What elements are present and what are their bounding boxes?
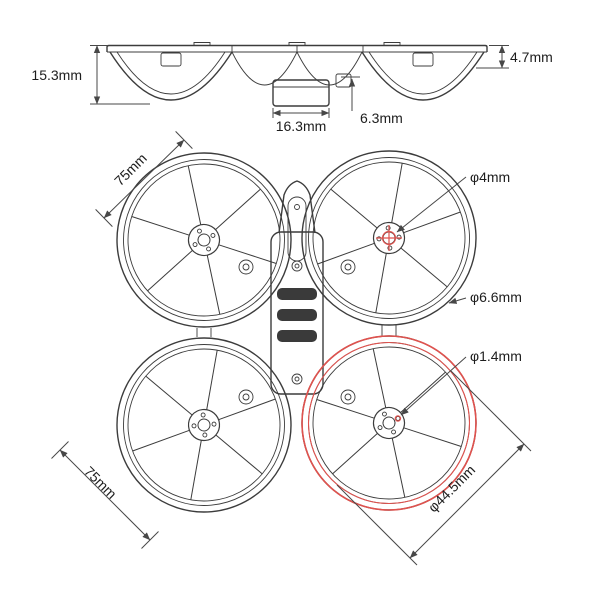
duct-connectors bbox=[196, 325, 397, 337]
dim-label-rim-height: 4.7mm bbox=[510, 49, 553, 65]
highlight-duct-ring bbox=[301, 335, 477, 511]
canopy bbox=[278, 180, 316, 234]
dim-rim-height: 4.7mm bbox=[476, 45, 553, 69]
strap-slot bbox=[277, 330, 317, 342]
motor-right bbox=[412, 52, 434, 67]
side-view bbox=[106, 42, 488, 107]
dim-camera-offset: 6.3mm bbox=[341, 76, 403, 126]
dim-label-overall-height: 15.3mm bbox=[31, 67, 82, 83]
battery-bay bbox=[272, 79, 330, 107]
dim-label-duct-diameter: φ44.5mm bbox=[425, 462, 478, 515]
duct-rear-right bbox=[278, 312, 500, 534]
dimensions: 15.3mm 4.7mm 16.3mm 6.3mm 75mm bbox=[31, 45, 553, 566]
dim-wheelbase-top: 75mm bbox=[95, 131, 193, 227]
dim-label-camera-offset: 6.3mm bbox=[360, 110, 403, 126]
strap-slot bbox=[277, 309, 317, 321]
camera-lens bbox=[335, 73, 352, 88]
leader-screw-hole: φ1.4mm bbox=[400, 348, 522, 416]
main-plate bbox=[270, 231, 324, 395]
dim-label-ring-edge: φ6.6mm bbox=[470, 289, 522, 305]
dim-label-screw-hole: φ1.4mm bbox=[470, 348, 522, 364]
motor-hole-crosshair bbox=[376, 225, 402, 251]
leader-motor-hole: φ4mm bbox=[396, 169, 510, 233]
leader-ring-edge: φ6.6mm bbox=[448, 289, 522, 305]
standoff-posts bbox=[238, 259, 356, 405]
dim-wheelbase-left: 75mm bbox=[51, 441, 159, 549]
highlight-marks bbox=[301, 225, 477, 511]
dim-overall-height: 15.3mm bbox=[31, 45, 150, 105]
screw-hole-marker bbox=[394, 415, 402, 422]
dim-label-wheelbase-left: 75mm bbox=[81, 463, 120, 502]
motor-left bbox=[160, 52, 182, 67]
dim-label-wheelbase-top: 75mm bbox=[111, 150, 150, 189]
dim-label-center-width: 16.3mm bbox=[276, 118, 327, 134]
dim-center-width: 16.3mm bbox=[272, 108, 330, 134]
strap-slot bbox=[277, 288, 317, 300]
dim-duct-diameter: φ44.5mm bbox=[336, 370, 532, 566]
center-body bbox=[238, 180, 356, 405]
top-view bbox=[80, 114, 513, 549]
dim-label-motor-hole: φ4mm bbox=[470, 169, 510, 185]
